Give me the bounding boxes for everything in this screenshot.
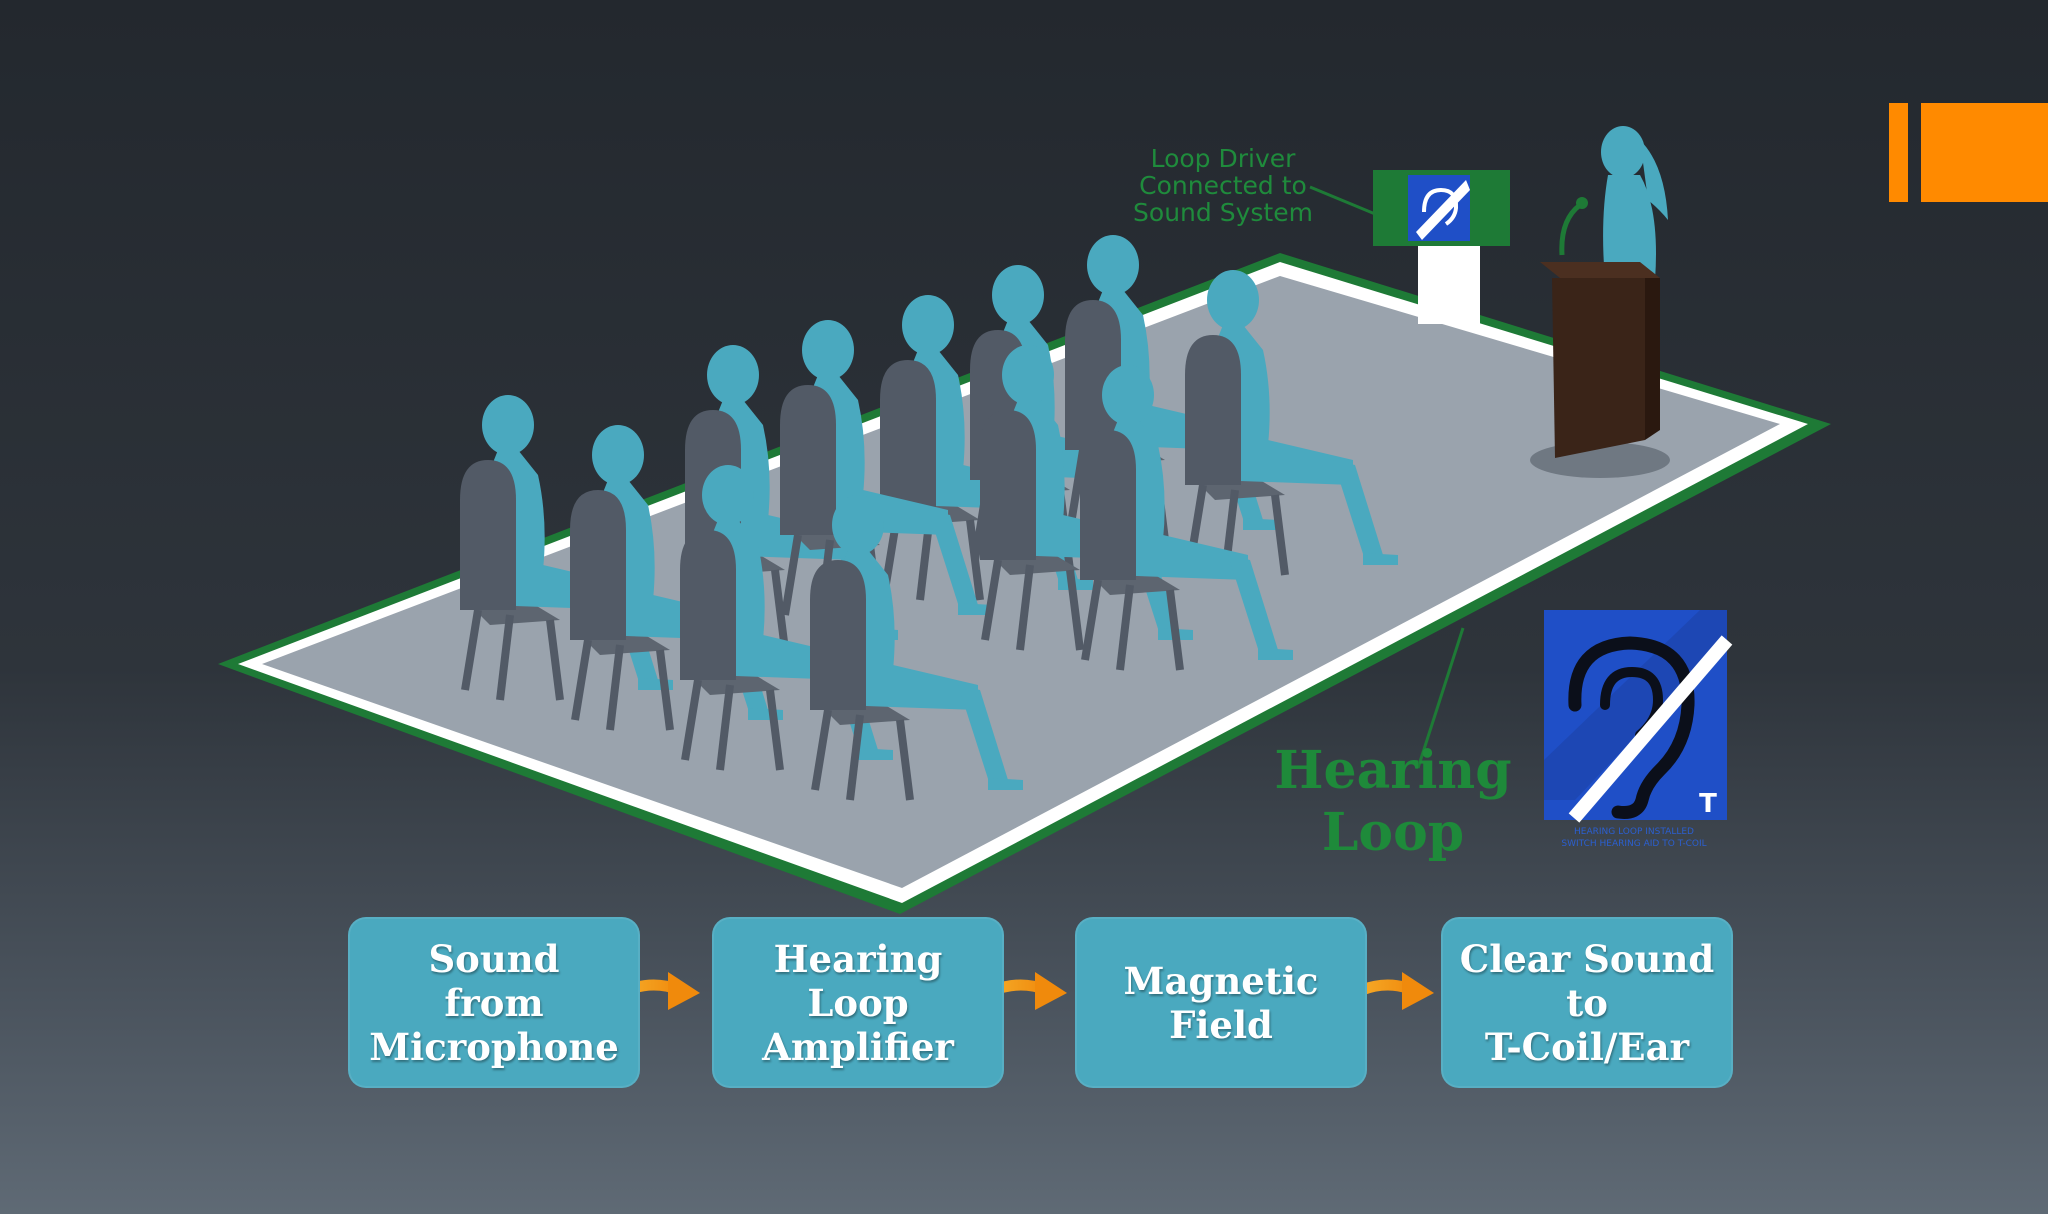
loop-driver-label: Loop Driver Connected to Sound System [1133,144,1313,227]
flow-step-sound-from-microphone: Sound from Microphone [348,917,640,1088]
flow-step-magnetic-field: Magnetic Field [1075,917,1367,1088]
loop-pointer-line [1416,627,1465,769]
flow-step-label: Magnetic Field [1123,958,1319,1047]
flow-step-hearing-loop-amplifier: Hearing Loop Amplifier [712,917,1004,1088]
podium [1540,262,1660,458]
accent-bar-wide [1921,103,2048,202]
flow-step-label: Sound from Microphone [369,936,619,1069]
flow-step-label: Clear Sound to T-Coil/Ear [1459,936,1715,1069]
hearing-loop-sign: T [1544,610,1733,823]
t-coil-letter: T [1699,789,1717,819]
floor [262,276,1780,888]
microphone [1559,203,1582,256]
accent-bar-thin [1889,103,1908,202]
driver-pointer-line [1309,185,1381,218]
sign-caption: HEARING LOOP INSTALLED SWITCH HEARING AI… [1561,827,1707,849]
hearing-loop-label: Hearing Loop [1274,740,1512,863]
ear-icon [1568,636,1695,819]
flow-step-label: Hearing Loop Amplifier [762,936,954,1069]
flow-step-clear-sound-to-tcoil: Clear Sound to T-Coil/Ear [1441,917,1733,1088]
loop-driver-unit [1373,170,1510,324]
